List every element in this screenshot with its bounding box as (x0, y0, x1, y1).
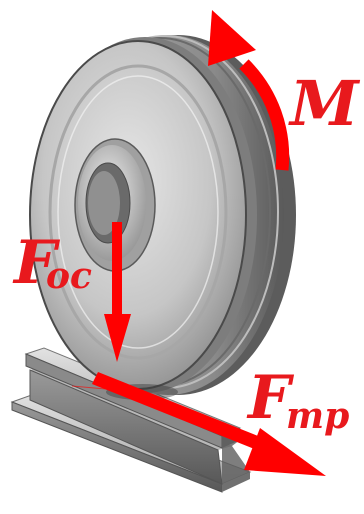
friction-force-subscript: mp (286, 395, 349, 437)
axial-force-subscript: oc (46, 255, 92, 297)
wheel-illustration (30, 35, 296, 400)
friction-force-label: F mp (246, 363, 349, 437)
moment-symbol: M (288, 67, 361, 140)
moment-label: M (288, 67, 361, 140)
